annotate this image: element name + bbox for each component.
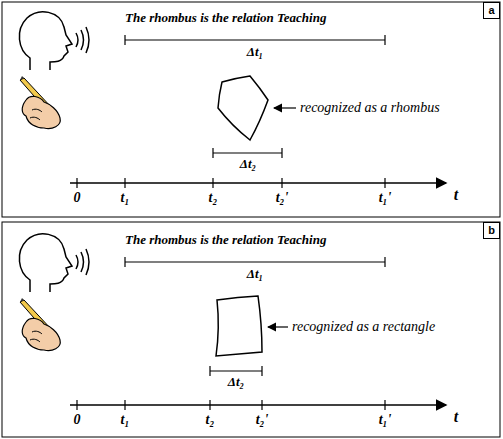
panel-tag: b	[483, 222, 500, 239]
recognition-note: recognized as a rectangle	[292, 319, 435, 334]
time-label: t₂'	[256, 412, 269, 427]
time-label: 0	[74, 412, 81, 427]
time-label: t₂	[206, 412, 215, 427]
axis-label: t	[454, 186, 458, 204]
interval-label: Δt₂	[240, 157, 256, 171]
time-label: t₂'	[276, 190, 289, 205]
speech-text: The rhombus is the relation Teaching	[125, 11, 326, 25]
speech-text: The rhombus is the relation Teaching	[125, 233, 326, 247]
panel-letter: a	[488, 5, 494, 16]
time-label: 0	[74, 190, 81, 205]
time-label: t₁	[121, 190, 130, 205]
panel-tag: a	[483, 2, 500, 19]
interval-label: Δt₂	[228, 375, 244, 389]
recognition-note: recognized as a rhombus	[300, 100, 440, 115]
time-label: t₂	[209, 190, 218, 205]
panel-letter: b	[488, 225, 495, 236]
axis-label: t	[454, 408, 458, 426]
time-label: t₁'	[379, 190, 392, 205]
time-label: t₁'	[379, 412, 392, 427]
time-label: t₁	[121, 412, 130, 427]
interval-label: Δt₁	[247, 267, 263, 281]
interval-label: Δt₁	[247, 45, 263, 59]
